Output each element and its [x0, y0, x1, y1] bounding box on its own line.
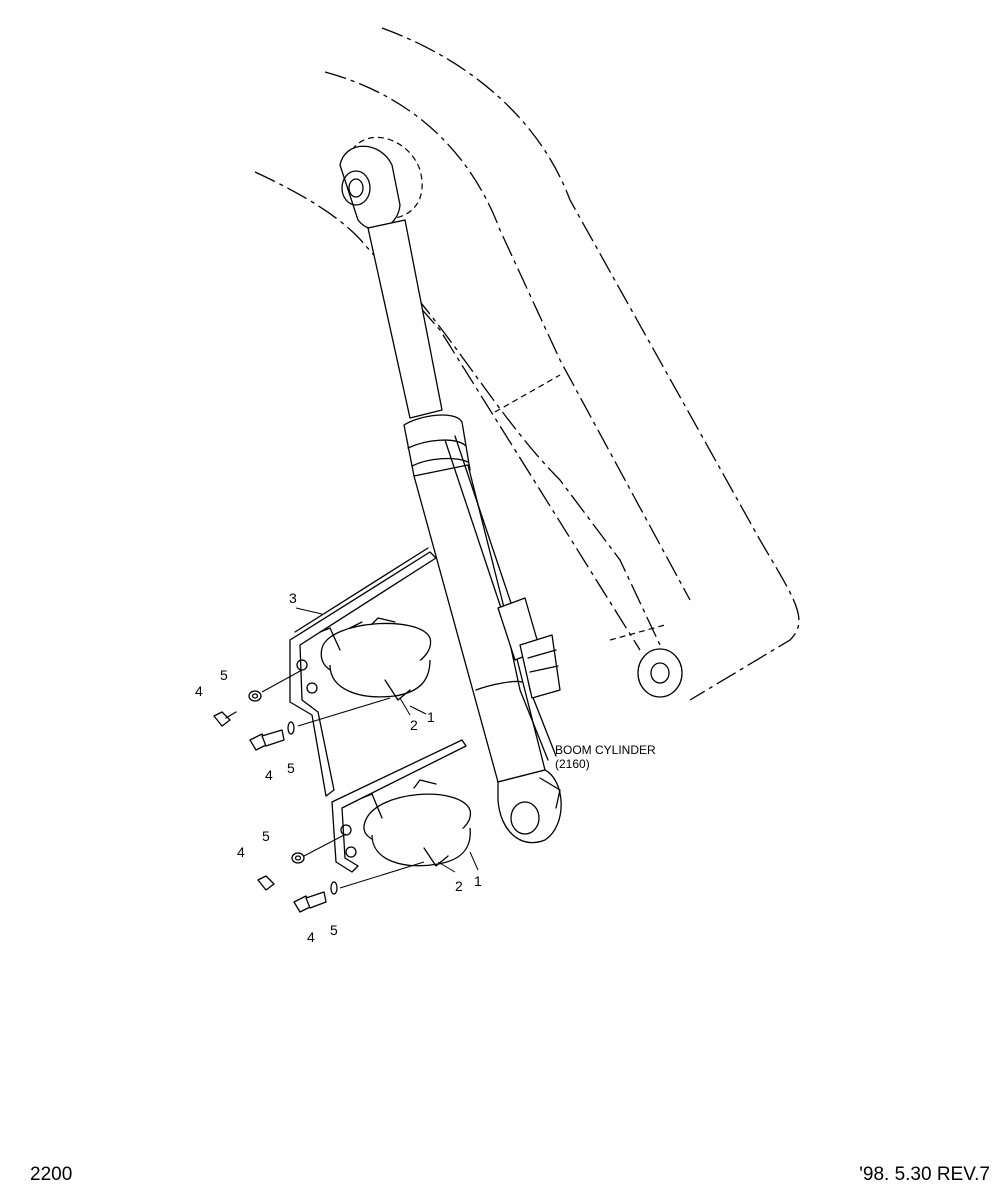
boom-outline: [254, 27, 800, 701]
callout-4-lower-a: 4: [237, 844, 245, 860]
boom-cylinder: [339, 136, 562, 844]
lower-clamp-assembly: [257, 739, 479, 913]
component-label: BOOM CYLINDER: [555, 743, 656, 757]
callout-4-upper-b: 4: [265, 767, 273, 783]
callout-3: 3: [289, 590, 297, 606]
revision-note: '98. 5.30 REV.7: [859, 1164, 990, 1185]
callout-2-upper: 2: [410, 717, 418, 733]
callout-5-lower-washer: 5: [262, 828, 270, 844]
callout-2-lower: 2: [455, 878, 463, 894]
callout-1-upper: 1: [427, 709, 435, 725]
page-number: 2200: [30, 1164, 73, 1185]
callout-5-upper-washer: 5: [220, 667, 228, 683]
boom-foot-pin: [637, 648, 683, 698]
callouts: 3 5 4 1 2 4 5 5 4 1 2 4 5: [195, 590, 482, 945]
component-ref: (2160): [555, 757, 590, 771]
callout-4-lower-b: 4: [307, 929, 315, 945]
callout-5-lower-lockwasher: 5: [330, 922, 338, 938]
callout-4-upper-a: 4: [195, 683, 203, 699]
callout-5-upper-lockwasher: 5: [287, 760, 295, 776]
callout-1-lower: 1: [474, 873, 482, 889]
upper-clamp-assembly: [213, 547, 437, 797]
